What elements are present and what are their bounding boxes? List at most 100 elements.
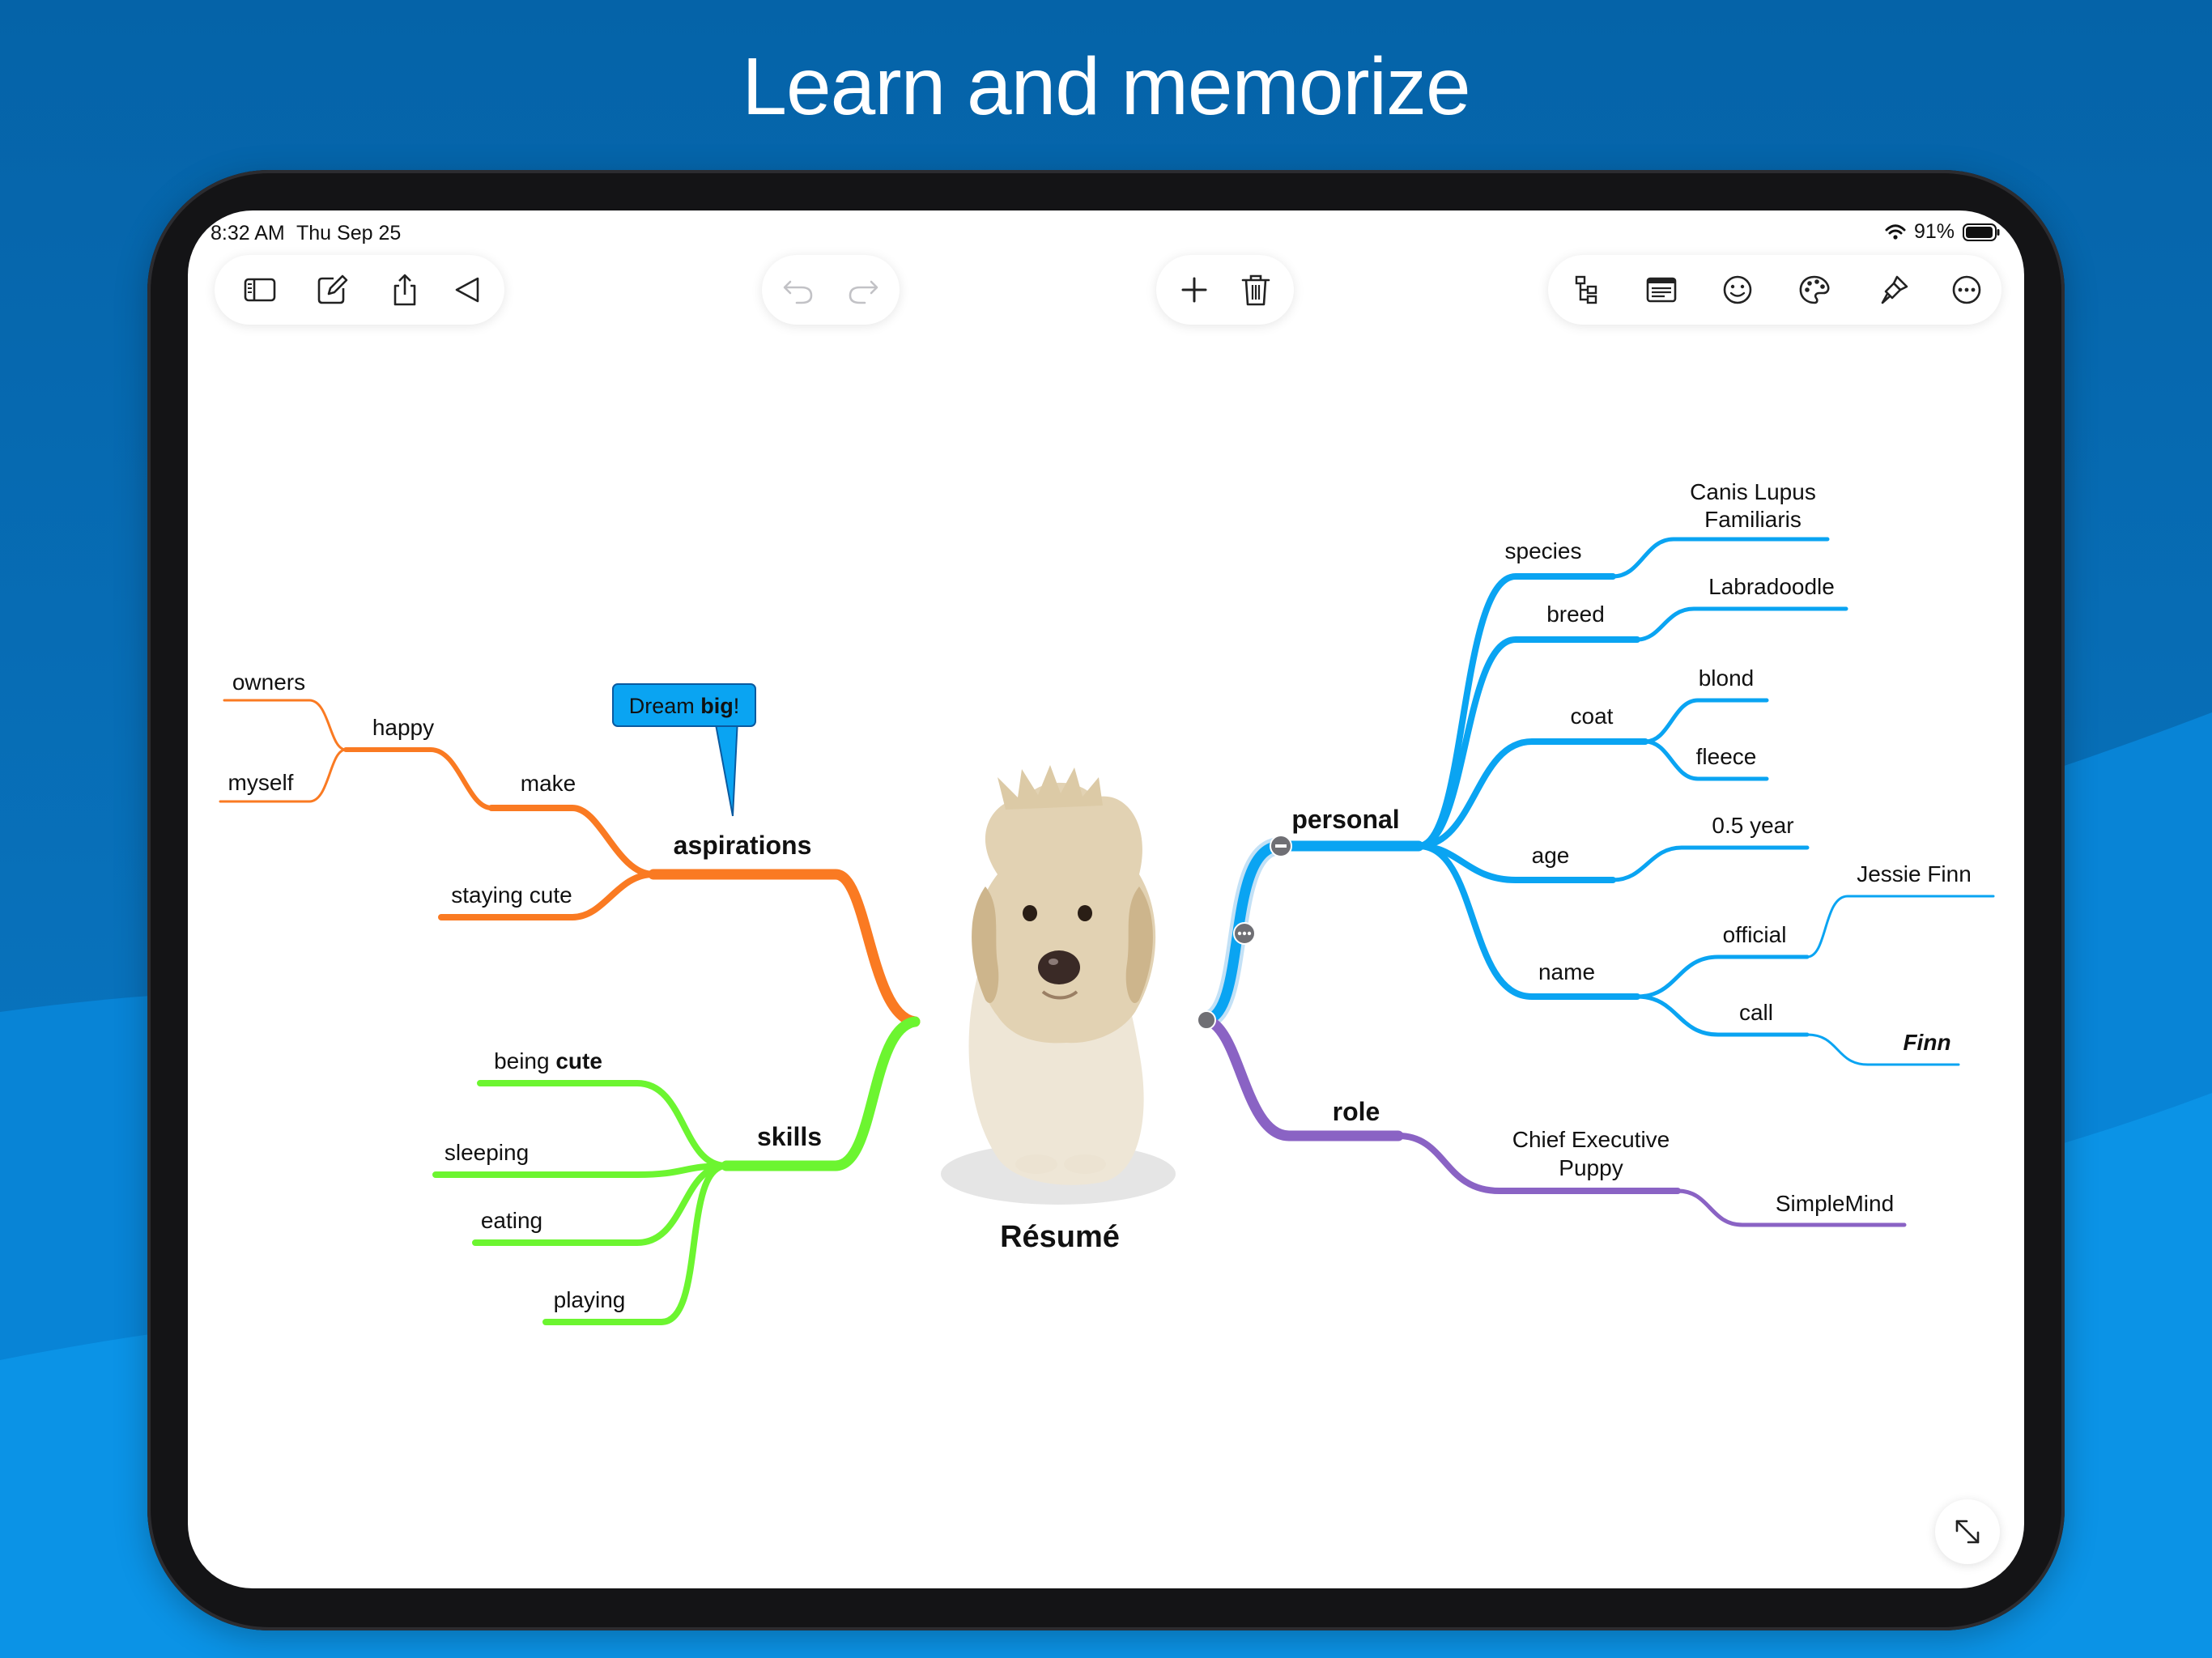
- battery-icon: [1963, 223, 2000, 241]
- node-fleece[interactable]: fleece: [1696, 744, 1757, 769]
- branch-name: [1415, 843, 1640, 1000]
- branch-sleeping: [432, 1163, 730, 1178]
- toolbar-left: [215, 255, 504, 325]
- note-button[interactable]: [1636, 265, 1687, 315]
- node-call[interactable]: call: [1739, 1000, 1773, 1025]
- branch-being-cute: [477, 1080, 730, 1169]
- node-playing[interactable]: playing: [554, 1287, 626, 1312]
- node-official-value[interactable]: Jessie Finn: [1857, 861, 1972, 886]
- sidebar-button[interactable]: [235, 265, 285, 315]
- branch-official-value: [1806, 895, 1995, 959]
- branch-call-value: [1806, 1033, 1960, 1066]
- node-breed-value[interactable]: Labradoodle: [1708, 574, 1835, 599]
- battery-percent: 91%: [1913, 220, 1955, 243]
- branch-blond: [1643, 698, 1769, 744]
- node-being-cute[interactable]: being cute: [494, 1048, 602, 1073]
- toolbar-history: [762, 255, 900, 325]
- branch-official: [1635, 954, 1810, 999]
- headline: Learn and memorize: [742, 41, 1470, 132]
- app-screen: Dream big! Résumé aspirations make happy…: [188, 210, 2024, 1588]
- branch-happy: [343, 747, 494, 810]
- delete-button[interactable]: [1231, 265, 1281, 315]
- branch-staying-cute: [438, 871, 657, 920]
- note-icon: [1646, 277, 1677, 303]
- branch-make: [488, 805, 657, 878]
- more-button[interactable]: [1942, 265, 1992, 315]
- node-coat[interactable]: coat: [1571, 704, 1614, 729]
- emoji-icon: [1723, 275, 1752, 304]
- share-button[interactable]: [380, 265, 430, 315]
- connect-handle[interactable]: [1197, 1010, 1216, 1030]
- node-breed[interactable]: breed: [1546, 602, 1605, 627]
- present-button[interactable]: [443, 265, 493, 315]
- expand-button[interactable]: [1935, 1499, 2000, 1564]
- node-owners[interactable]: owners: [232, 670, 305, 695]
- node-simplemind[interactable]: SimpleMind: [1776, 1191, 1894, 1216]
- node-eating[interactable]: eating: [481, 1208, 542, 1233]
- branch-species-value: [1610, 537, 1830, 579]
- add-button[interactable]: [1169, 265, 1219, 315]
- branch-chief: [1395, 1133, 1681, 1194]
- add-icon: [1181, 277, 1207, 303]
- node-role[interactable]: role: [1333, 1097, 1380, 1126]
- sidebar-icon: [244, 278, 276, 302]
- node-staying-cute[interactable]: staying cute: [451, 882, 572, 908]
- node-myself[interactable]: myself: [228, 770, 294, 795]
- node-age-value[interactable]: 0.5 year: [1712, 813, 1793, 838]
- branch-breed: [1415, 636, 1640, 849]
- redo-icon: [849, 280, 878, 304]
- node-species-value-1[interactable]: Canis Lupus: [1690, 479, 1816, 504]
- status-date: Thu Sep 25: [296, 222, 402, 244]
- branch-skills: [721, 1016, 921, 1171]
- mindmap-canvas[interactable]: Dream big! Résumé aspirations make happy…: [188, 210, 2024, 1588]
- redo-button[interactable]: [838, 265, 888, 315]
- node-make[interactable]: make: [521, 771, 576, 796]
- node-role-title-2[interactable]: Puppy: [1559, 1155, 1623, 1180]
- branch-aspirations: [648, 869, 921, 1027]
- branch-role: [1201, 1014, 1404, 1141]
- node-name[interactable]: name: [1538, 959, 1595, 984]
- node-official[interactable]: official: [1723, 922, 1787, 947]
- node-personal[interactable]: personal: [1291, 805, 1399, 834]
- status-indicators: 91%: [1885, 220, 2000, 244]
- trash-icon: [1241, 274, 1270, 306]
- node-species-value-2[interactable]: Familiaris: [1704, 507, 1802, 532]
- branch-age-value: [1610, 845, 1810, 882]
- node-age[interactable]: age: [1532, 843, 1570, 868]
- emoji-button[interactable]: [1712, 265, 1763, 315]
- brush-button[interactable]: [1869, 265, 1919, 315]
- node-sleeping[interactable]: sleeping: [445, 1140, 529, 1165]
- node-species[interactable]: species: [1505, 538, 1582, 563]
- toolbar-edit: [1156, 255, 1294, 325]
- node-skills[interactable]: skills: [757, 1122, 822, 1151]
- callout-bubble[interactable]: Dream big!: [612, 683, 756, 817]
- palette-button[interactable]: [1789, 265, 1840, 315]
- status-time: 8:32 AM: [211, 222, 285, 244]
- brush-icon: [1881, 275, 1908, 304]
- branch-eating: [472, 1163, 730, 1246]
- branch-myself: [219, 748, 347, 803]
- dog-image[interactable]: [941, 765, 1176, 1205]
- node-happy[interactable]: happy: [372, 715, 434, 740]
- compose-button[interactable]: [307, 265, 357, 315]
- node-being-cute-pre: being: [494, 1048, 555, 1073]
- undo-button[interactable]: [773, 265, 823, 315]
- node-central[interactable]: Résumé: [1000, 1220, 1120, 1254]
- callout-text-pre: Dream: [629, 694, 701, 718]
- undo-icon: [783, 280, 813, 304]
- compose-icon: [317, 274, 348, 304]
- branch-personal: [1201, 840, 1424, 1026]
- node-being-cute-bold: cute: [555, 1048, 602, 1073]
- node-aspirations[interactable]: aspirations: [674, 831, 812, 860]
- more-icon: [1952, 275, 1981, 304]
- toolbar-right: [1548, 255, 2001, 325]
- callout-text-post: !: [734, 694, 740, 718]
- branch-breed-value: [1635, 606, 1848, 642]
- node-blond[interactable]: blond: [1699, 665, 1755, 691]
- branch-coat: [1415, 738, 1648, 849]
- node-call-value[interactable]: Finn: [1903, 1030, 1950, 1055]
- outline-button[interactable]: [1563, 265, 1613, 315]
- node-role-title-1[interactable]: Chief Executive: [1512, 1127, 1670, 1152]
- dot-icon: [1247, 931, 1252, 936]
- branch-call: [1635, 994, 1810, 1037]
